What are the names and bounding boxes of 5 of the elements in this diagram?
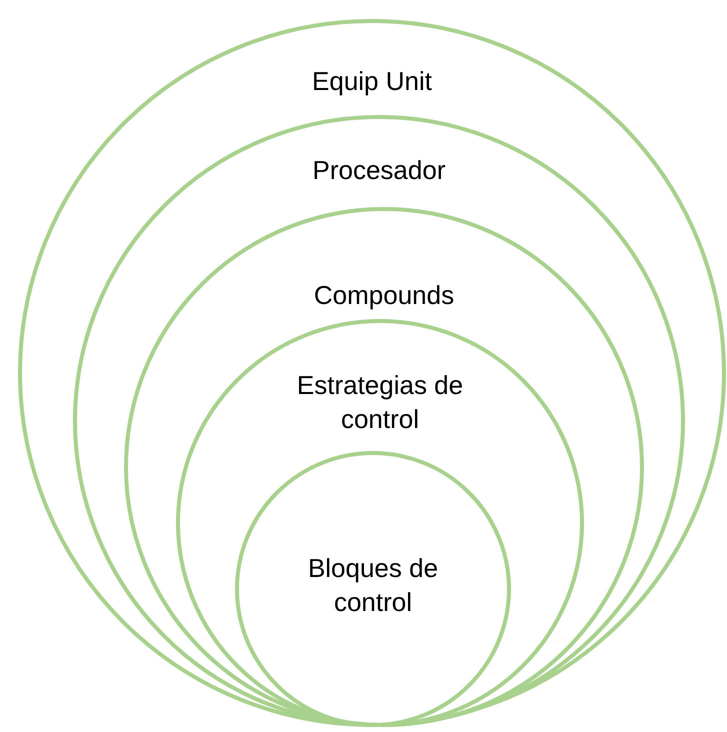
circle-label: Equip Unit [311, 65, 433, 98]
circle-label: Procesador [312, 154, 446, 187]
circle-label: Bloques de control [306, 552, 440, 619]
circle-label: Compounds [312, 279, 456, 312]
circle-label: Estrategias de control [296, 369, 464, 436]
